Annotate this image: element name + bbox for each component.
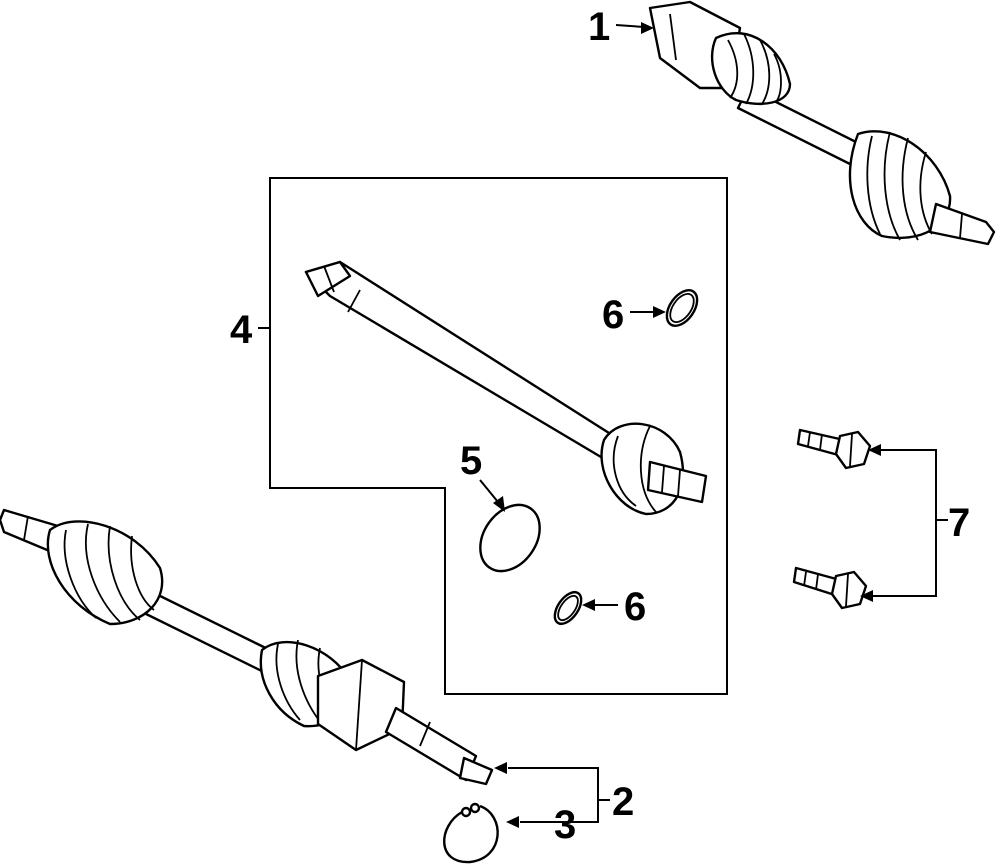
callout-3: 3 bbox=[554, 803, 576, 847]
callout-6-upper: 6 bbox=[602, 293, 624, 337]
bolt-lower[interactable] bbox=[792, 566, 868, 610]
callout-1: 1 bbox=[588, 5, 610, 49]
bolt-upper[interactable] bbox=[796, 428, 872, 470]
circlip[interactable] bbox=[443, 804, 499, 864]
intermediate-shaft[interactable] bbox=[304, 260, 708, 516]
callout-6-lower: 6 bbox=[624, 585, 646, 629]
callout-4: 4 bbox=[230, 308, 253, 352]
kit-border bbox=[269, 177, 728, 695]
seal-upper[interactable] bbox=[661, 285, 704, 332]
seal-lower[interactable] bbox=[549, 588, 586, 629]
callout-7: 7 bbox=[948, 501, 970, 545]
circlip-end-a bbox=[469, 802, 481, 814]
axle-shaft-lower[interactable] bbox=[0, 508, 494, 786]
callout-5: 5 bbox=[460, 439, 482, 483]
callout-2: 2 bbox=[612, 780, 634, 824]
axle-shaft-upper[interactable] bbox=[648, 0, 996, 246]
circlip-end-b bbox=[460, 806, 472, 818]
o-ring[interactable] bbox=[468, 494, 552, 583]
